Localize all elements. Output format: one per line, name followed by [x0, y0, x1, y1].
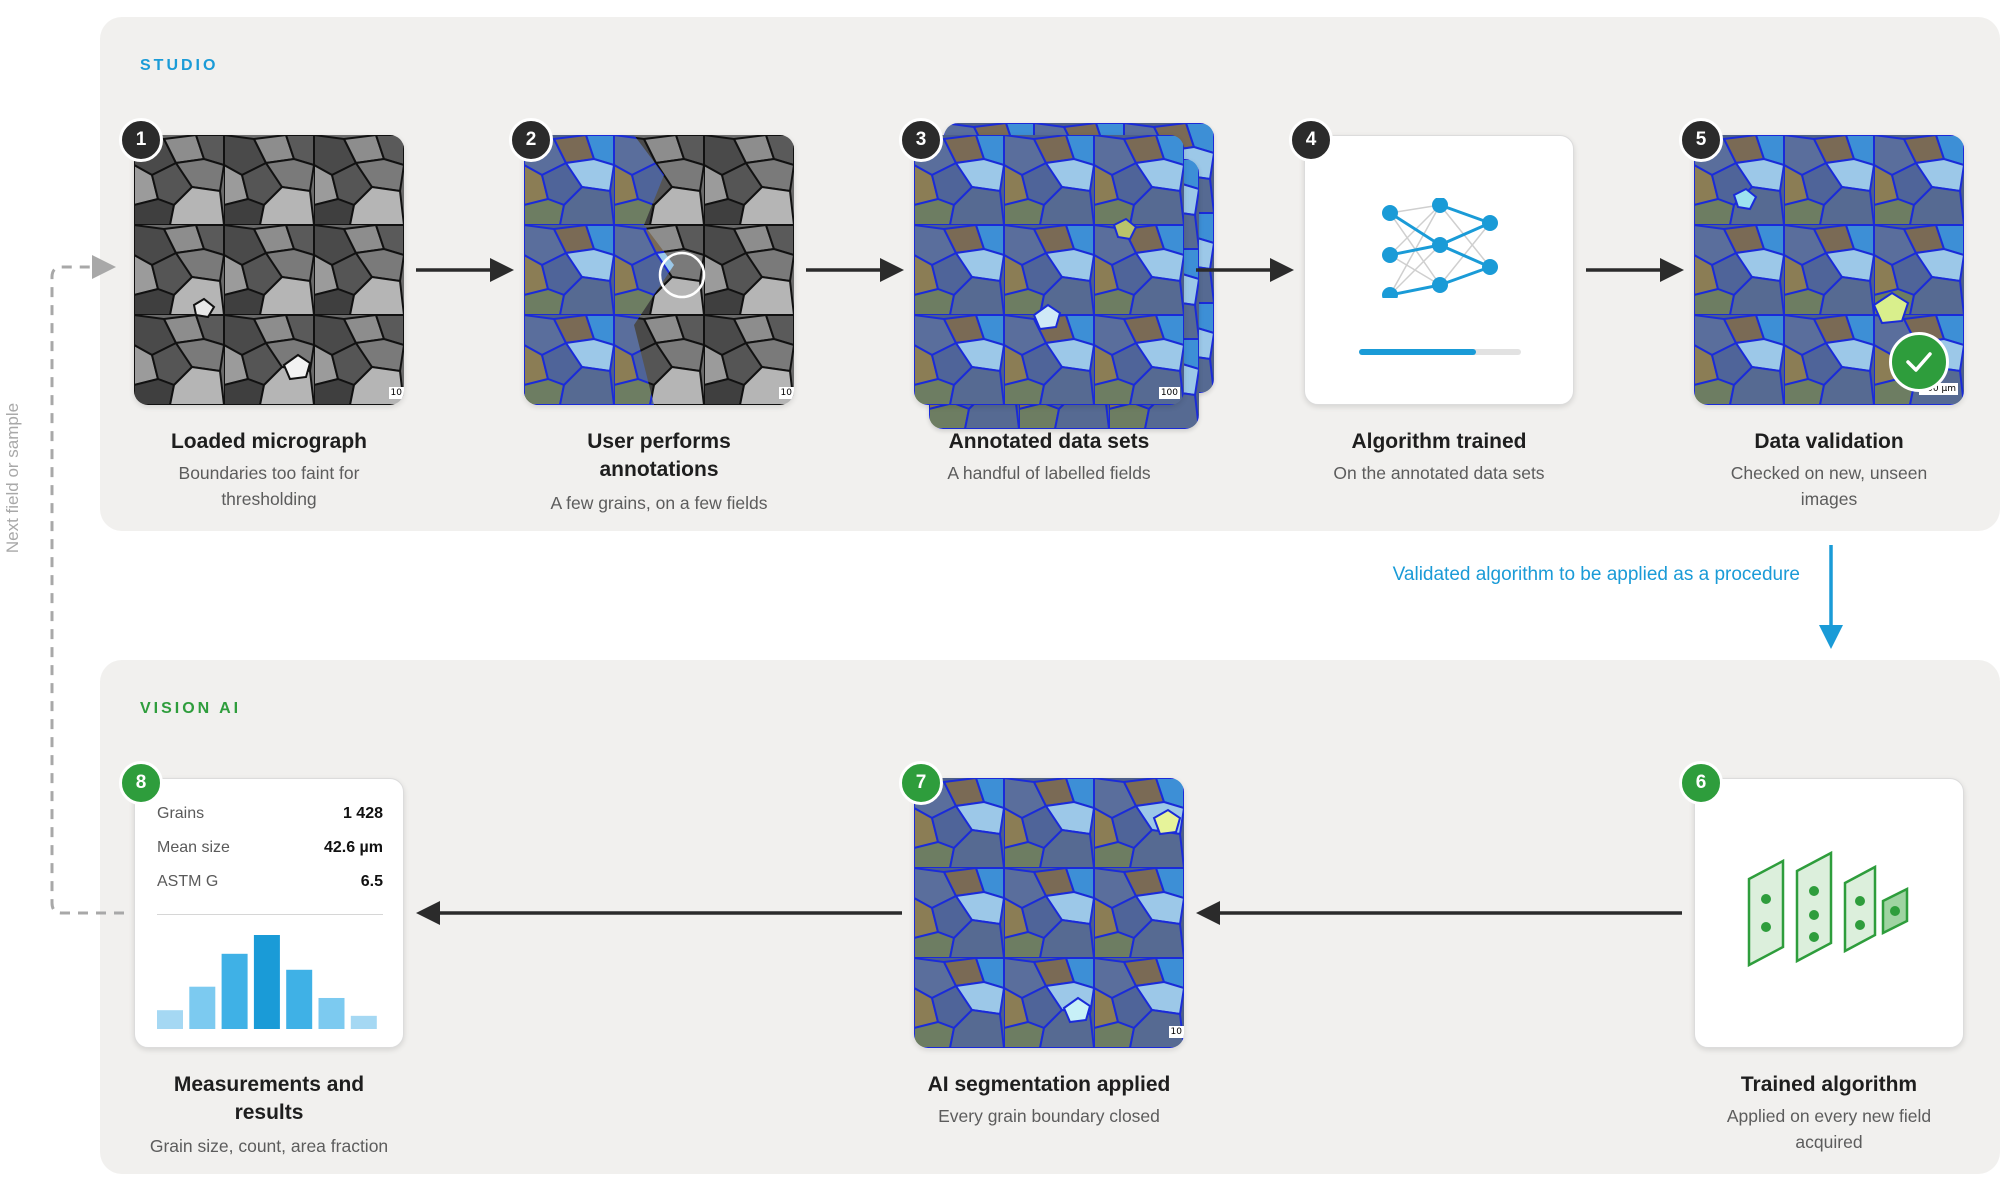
- scale-label: 100: [1158, 387, 1180, 399]
- annotated-micrograph: [524, 135, 794, 405]
- trained-model-layers-icon: [1747, 850, 1909, 968]
- step-6-card: [1694, 778, 1964, 1048]
- results-row-astm-g: ASTM G 6.5: [157, 873, 383, 897]
- step-5-badge: 5: [1679, 118, 1723, 162]
- histogram-bar: [350, 1015, 377, 1029]
- arrow-7-to-8: [416, 901, 902, 925]
- step-4-card: [1304, 135, 1574, 405]
- scale-label: 10: [388, 387, 404, 399]
- arrow-4-to-5: [1586, 258, 1684, 282]
- step-1-title: Loaded micrograph: [170, 430, 368, 453]
- scale-label: 10: [1168, 1026, 1184, 1038]
- transfer-note: Validated algorithm to be applied as a p…: [1392, 564, 1800, 585]
- results-row-grains: Grains 1 428: [157, 805, 383, 829]
- step-7-card: 10: [914, 778, 1184, 1048]
- step-6-badge: 6: [1679, 761, 1723, 805]
- step-4-badge: 4: [1289, 118, 1333, 162]
- step-7-title: AI segmentation applied: [927, 1073, 1171, 1096]
- step-8-title: Measurements and results: [173, 1073, 365, 1124]
- loop-label: Next field or sample: [3, 402, 22, 554]
- studio-section-label: STUDIO: [140, 57, 219, 74]
- step-8-card: Grains 1 428 Mean size 42.6 µm ASTM G 6.…: [134, 778, 404, 1048]
- step-2-subtitle: A few grains, on a few fields: [550, 493, 768, 513]
- loop-arrowhead-icon: [92, 255, 116, 279]
- arrow-5-to-6: [1819, 545, 1843, 649]
- annotated-dataset-micrograph: [914, 135, 1184, 405]
- step-4-title: Algorithm trained: [1351, 430, 1527, 453]
- step-2-title: User performs annotations: [587, 430, 731, 481]
- histogram-bar: [221, 953, 248, 1029]
- training-progress-track: [1359, 349, 1521, 355]
- annotation-cursor-icon: [658, 251, 706, 299]
- results-row-mean-size: Mean size 42.6 µm: [157, 839, 383, 863]
- training-progress-fill: [1359, 349, 1476, 355]
- step-5-title: Data validation: [1754, 430, 1904, 453]
- step-8-subtitle: Grain size, count, area fraction: [149, 1136, 389, 1156]
- results-value: 42.6 µm: [323, 839, 383, 856]
- ai-segmented-micrograph: [914, 778, 1184, 1048]
- step-8-badge: 8: [119, 761, 163, 805]
- step-5-subtitle: Checked on new, unseen images: [1730, 463, 1928, 509]
- step-3-card: 100: [914, 135, 1184, 405]
- step-7-badge: 7: [899, 761, 943, 805]
- step-6-subtitle: Applied on every new field acquired: [1726, 1106, 1932, 1152]
- validated-check-icon: [1889, 332, 1949, 392]
- histogram-bar: [157, 1010, 183, 1029]
- results-key: ASTM G: [157, 873, 219, 890]
- loop-connector: [50, 255, 124, 915]
- step-1-card: 10: [134, 135, 404, 405]
- results-histogram: [157, 935, 377, 1029]
- arrow-1-to-2: [416, 258, 514, 282]
- step-6-title: Trained algorithm: [1740, 1073, 1918, 1096]
- results-divider: [157, 914, 383, 915]
- step-1-subtitle: Boundaries too faint for thresholding: [178, 463, 360, 509]
- step-3-subtitle: A handful of labelled fields: [947, 463, 1151, 483]
- step-2-card: 10: [524, 135, 794, 405]
- histogram-bar: [253, 935, 280, 1029]
- step-3-badge: 3: [899, 118, 943, 162]
- step-3-title: Annotated data sets: [948, 430, 1150, 453]
- arrow-6-to-7: [1196, 901, 1682, 925]
- results-value: 6.5: [360, 873, 383, 890]
- neural-network-icon: [1382, 198, 1498, 298]
- histogram-bar: [189, 986, 216, 1029]
- histogram-bar: [286, 969, 313, 1029]
- grayscale-micrograph: [134, 135, 404, 405]
- histogram-bar: [318, 997, 345, 1029]
- step-1-badge: 1: [119, 118, 163, 162]
- step-7-subtitle: Every grain boundary closed: [938, 1106, 1160, 1126]
- arrow-2-to-3: [806, 258, 904, 282]
- step-4-subtitle: On the annotated data sets: [1333, 463, 1545, 483]
- arrow-3-to-4: [1196, 258, 1294, 282]
- results-value: 1 428: [342, 805, 383, 822]
- results-key: Grains: [157, 805, 205, 822]
- scale-label: 10: [778, 387, 794, 399]
- step-2-badge: 2: [509, 118, 553, 162]
- results-key: Mean size: [157, 839, 230, 856]
- vision-ai-section-label: VISION AI: [140, 700, 242, 717]
